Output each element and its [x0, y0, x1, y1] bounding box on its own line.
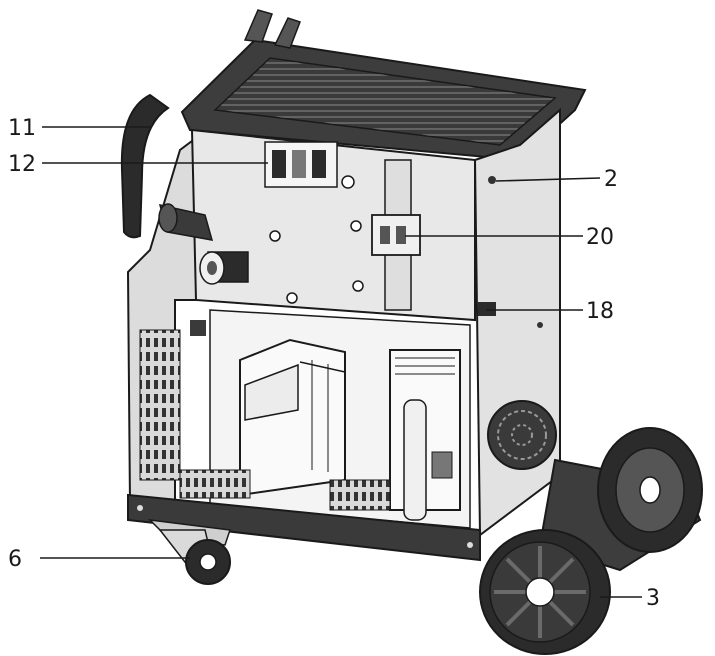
- callout-12: 12: [8, 152, 36, 177]
- callout-11: 11: [8, 116, 36, 141]
- top-grille: [213, 57, 557, 146]
- rear-wheel-back: [597, 427, 703, 553]
- callout-6: 6: [8, 547, 22, 572]
- lower-compartment: [179, 309, 471, 529]
- callout-18: 18: [586, 299, 614, 324]
- front-caster: [147, 518, 232, 585]
- callout-labels: 11 12 2 20 18 6 3: [8, 116, 660, 611]
- trolley-handle: [120, 93, 170, 239]
- left-latch: [190, 320, 206, 336]
- callout-3: 3: [646, 586, 660, 611]
- top-frame: [180, 9, 587, 162]
- right-side-panel: [473, 107, 561, 537]
- screw-2: [488, 176, 496, 184]
- base-plate: [127, 493, 481, 562]
- leader-2: [495, 177, 601, 182]
- main-wheel: [479, 529, 611, 655]
- latch-18: [478, 302, 496, 316]
- torch-connectors: [158, 203, 249, 285]
- left-vent-slots: [139, 329, 181, 481]
- callout-leaders: [40, 126, 642, 598]
- callout-20: 20: [586, 225, 614, 250]
- inner-back-plate: [190, 128, 476, 322]
- callout-2: 2: [604, 167, 618, 192]
